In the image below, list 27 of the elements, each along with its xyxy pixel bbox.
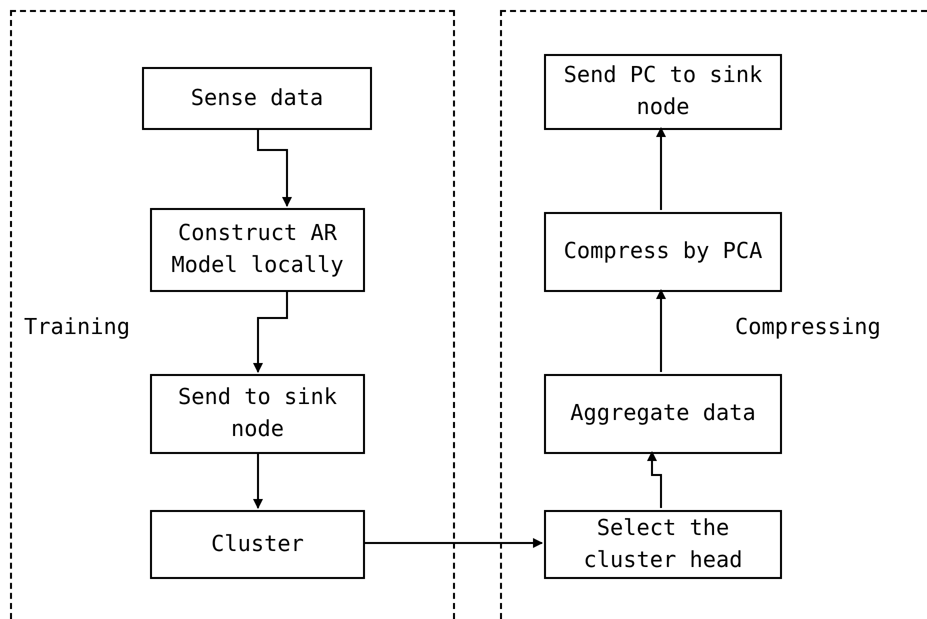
process-box [544,212,782,292]
box-text: Aggregate data [570,400,756,428]
process-box [544,54,782,130]
dashed-group-panel [10,10,455,619]
arrow [257,128,292,207]
box-text: Select the cluster head [582,514,744,574]
process-box [150,374,365,454]
group-label: Compressing [735,314,881,342]
group-label: Training [24,314,130,342]
process-box [544,374,782,454]
arrow [656,127,666,210]
box-text: Compress by PCA [564,238,762,266]
process-box [150,510,365,579]
arrow [656,289,666,372]
dashed-group-panel [500,10,927,619]
process-box [544,510,782,579]
box-text: Construct AR Model locally [170,220,345,280]
box-text: Sense data [190,84,324,112]
arrow [253,290,288,373]
box-text: Send PC to sink node [562,62,764,122]
process-box [142,67,372,130]
box-text: Cluster [211,530,304,558]
arrow [253,452,263,509]
box-text: Send to sink node [177,384,338,444]
arrow [647,451,662,508]
arrow [363,538,543,548]
process-box [150,208,365,292]
